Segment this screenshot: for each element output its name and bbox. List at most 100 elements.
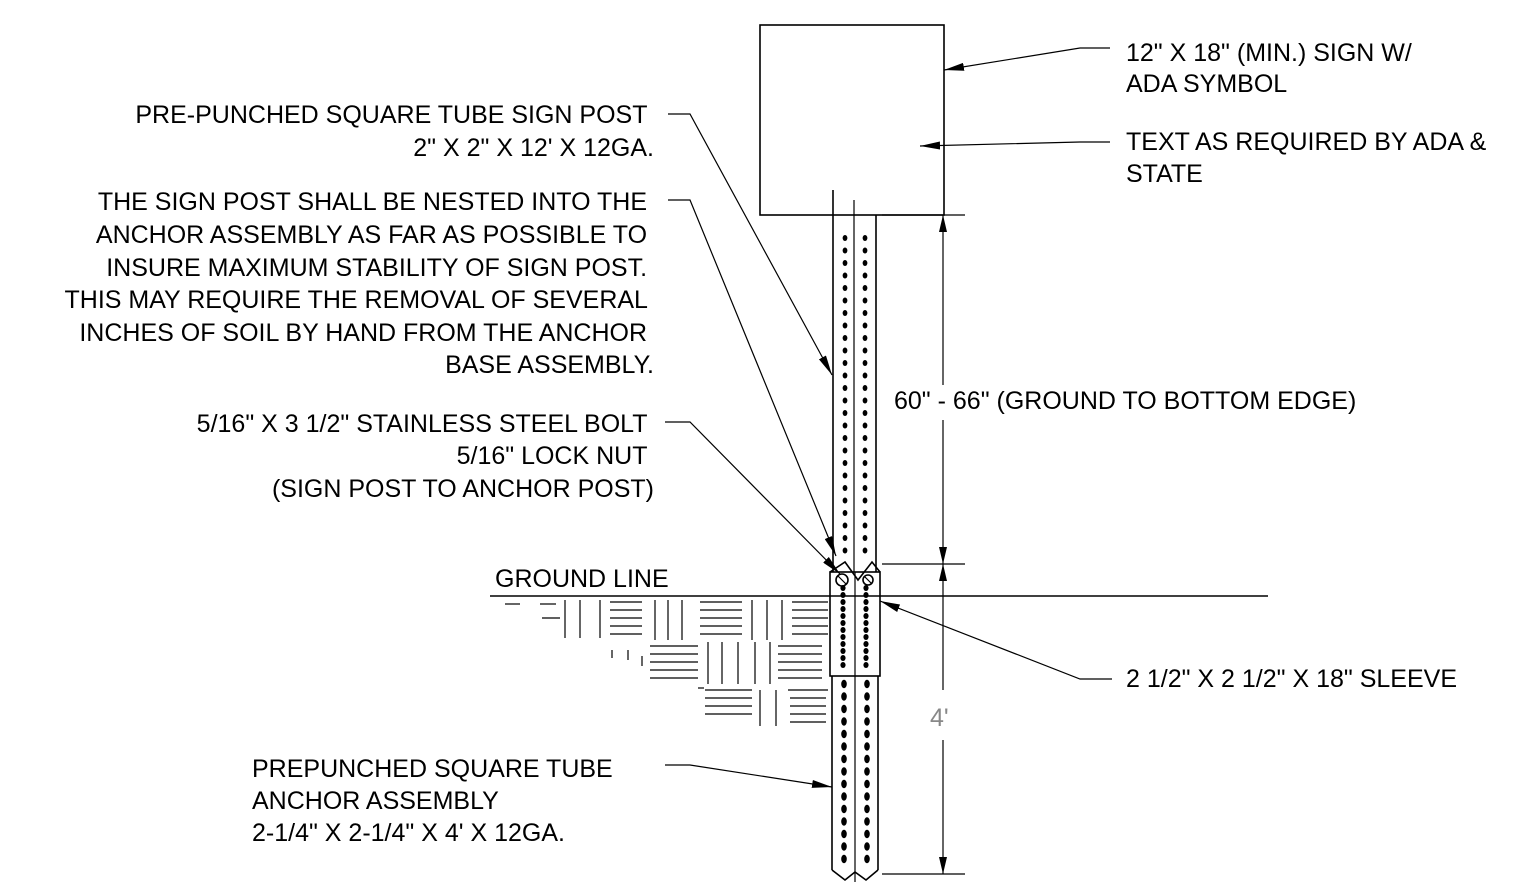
anchor-post	[831, 676, 879, 882]
perforation-hole	[863, 592, 869, 598]
perforation-hole	[840, 627, 846, 633]
soil-hatch	[505, 600, 828, 726]
perforation-hole	[864, 729, 870, 739]
perforation-hole	[840, 662, 846, 668]
perforation-hole	[863, 634, 869, 640]
perforation-hole	[862, 485, 868, 491]
perforation-hole	[862, 535, 868, 541]
perforation-hole	[841, 679, 847, 689]
perforation-hole	[863, 641, 869, 647]
anchor-leader	[665, 764, 833, 788]
perforation-hole	[841, 754, 847, 764]
perforation-hole	[862, 460, 868, 466]
perforation-hole	[840, 641, 846, 647]
perforation-hole	[842, 322, 848, 329]
perforation-hole	[842, 260, 848, 266]
perforation-hole	[864, 704, 870, 714]
perforation-hole	[840, 599, 846, 605]
text-leader	[919, 141, 1110, 150]
perforation-hole	[841, 779, 847, 789]
perforation-hole	[862, 297, 868, 304]
perforation-hole	[862, 497, 868, 504]
perforation-hole	[840, 613, 846, 619]
perforation-hole	[841, 792, 847, 801]
perforation-hole	[864, 842, 870, 851]
perforation-hole	[863, 648, 869, 654]
bolt-label: 5/16" X 3 1/2" STAINLESS STEEL BOLT 5/16…	[197, 410, 654, 503]
perforation-hole	[864, 754, 870, 764]
perforation-hole	[840, 648, 846, 654]
perforation-hole	[864, 779, 870, 789]
perforation-hole	[862, 347, 868, 354]
sign-panel	[759, 24, 945, 216]
perforation-hole	[863, 599, 869, 605]
height-dimension-label: 60" - 66" (GROUND TO BOTTOM EDGE)	[894, 387, 1356, 415]
perforation-hole	[862, 260, 868, 266]
text-required-label: TEXT AS REQUIRED BY ADA & STATE	[1126, 128, 1493, 188]
perforation-hole	[842, 297, 848, 304]
perforation-hole	[864, 717, 870, 726]
perforation-hole	[862, 510, 868, 516]
perforation-hole	[840, 634, 846, 640]
perforation-hole	[862, 447, 868, 454]
perforation-hole	[862, 335, 868, 341]
perforation-hole	[863, 662, 869, 668]
perforation-hole	[841, 767, 847, 776]
perforation-hole	[841, 717, 847, 726]
perforation-hole	[842, 335, 848, 341]
nested-leader	[668, 199, 837, 557]
perforation-hole	[842, 535, 848, 541]
perforation-hole	[864, 854, 870, 864]
perforation-hole	[862, 385, 868, 391]
perforation-hole	[862, 397, 868, 404]
bolt-leader	[665, 421, 841, 575]
perforation-hole	[862, 547, 868, 554]
perforation-hole	[863, 613, 869, 619]
perforation-hole	[840, 592, 846, 598]
perforation-hole	[841, 729, 847, 739]
perforation-hole	[842, 372, 848, 379]
perforation-hole	[863, 606, 869, 612]
perforation-hole	[862, 247, 868, 254]
perforation-hole	[842, 272, 848, 279]
perforation-hole	[864, 742, 870, 751]
perforation-hole	[862, 522, 868, 529]
perforation-hole	[842, 547, 848, 554]
perforation-hole	[840, 606, 846, 612]
perforation-hole	[864, 767, 870, 776]
perforation-hole	[862, 422, 868, 429]
perforation-hole	[840, 620, 846, 626]
perforation-hole	[842, 460, 848, 466]
perforation-hole	[842, 435, 848, 441]
perforation-hole	[842, 385, 848, 391]
perforation-hole	[862, 360, 868, 366]
perforation-hole	[863, 620, 869, 626]
perforation-hole	[842, 485, 848, 491]
perforation-hole	[842, 247, 848, 254]
perforation-hole	[862, 372, 868, 379]
post-leader	[668, 113, 833, 376]
perforation-hole	[862, 235, 868, 241]
perforation-hole	[842, 310, 848, 316]
perforation-hole	[864, 804, 870, 814]
perforation-hole	[842, 285, 848, 291]
perforation-hole	[863, 655, 869, 661]
perforation-hole	[841, 817, 847, 826]
perforation-hole	[841, 829, 847, 839]
perforation-hole	[862, 272, 868, 279]
perforation-hole	[842, 235, 848, 241]
perforation-hole	[842, 510, 848, 516]
sleeve	[829, 560, 881, 677]
perforation-hole	[864, 692, 870, 701]
perforation-hole	[842, 447, 848, 454]
perforation-hole	[842, 410, 848, 416]
sign-label: 12" X 18" (MIN.) SIGN W/ ADA SYMBOL	[1126, 39, 1419, 98]
sign-post	[832, 190, 877, 572]
sleeve-label: 2 1/2" X 2 1/2" X 18" SLEEVE	[1126, 665, 1457, 693]
perforation-hole	[862, 472, 868, 479]
perforation-hole	[841, 854, 847, 864]
perforation-hole	[862, 435, 868, 441]
perforation-hole	[864, 817, 870, 826]
bolt-icon	[835, 573, 874, 587]
perforation-hole	[862, 322, 868, 329]
